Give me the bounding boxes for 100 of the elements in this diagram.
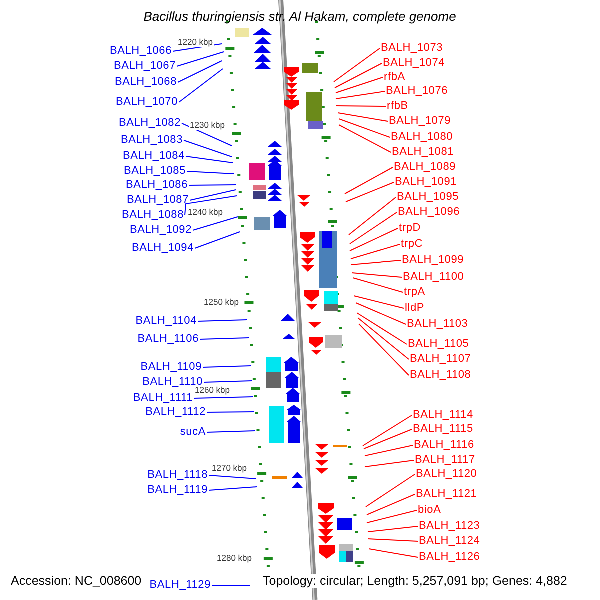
gene-label: BALH_1087 [126, 194, 189, 207]
leader-line [364, 429, 412, 450]
leader-line [368, 538, 418, 542]
leader-line [352, 272, 402, 278]
gene-label: BALH_1107 [410, 353, 472, 366]
gene-label: BALH_1070 [116, 96, 178, 109]
leader-line [356, 312, 408, 345]
leader-line [348, 197, 396, 236]
gene-label: BALH_1082 [118, 117, 181, 130]
leader-line [364, 445, 414, 456]
leader-line [184, 196, 238, 216]
gene-label: BALH_1073 [381, 42, 444, 55]
leader-line [358, 318, 410, 360]
leader-line [346, 182, 394, 202]
gene-label: BALH_1108 [410, 369, 472, 382]
leader-line [186, 156, 234, 164]
gene-label: bioA [418, 504, 442, 517]
leader-line [338, 124, 392, 153]
leader-line [190, 190, 236, 201]
gene-label: BALH_1100 [403, 271, 464, 284]
leader-line [212, 585, 250, 586]
gene-label: rfbA [384, 71, 406, 84]
leader-line [200, 338, 250, 340]
leader-line [186, 171, 234, 174]
leader-line [334, 48, 380, 82]
leader-line [356, 302, 406, 325]
gene-label: BALH_1112 [146, 406, 206, 419]
leader-line [208, 475, 256, 480]
scale-label: 1220 kbp [177, 38, 214, 47]
title: Bacillus thuringiensis str. Al Hakam, complete genome [142, 9, 458, 24]
gene-label: BALH_1119 [148, 484, 208, 497]
leader-line [184, 140, 232, 158]
gene-label: BALH_1076 [386, 85, 448, 98]
leader-line [366, 494, 416, 516]
leader-line [364, 460, 414, 468]
leader-line [338, 118, 390, 138]
leader-line [366, 510, 418, 524]
scale-label: 1280 kbp [216, 554, 253, 563]
gene-label: BALH_1123 [419, 520, 480, 533]
leader-line [178, 68, 224, 103]
leader-line [192, 216, 238, 231]
footer-text: Accession: NC_008600 [10, 574, 143, 588]
leader-line [354, 296, 404, 309]
leader-line [350, 260, 402, 266]
leader-line [362, 415, 412, 446]
leader-line [336, 106, 386, 107]
leader-line [188, 184, 236, 186]
gene-label: BALH_1079 [389, 115, 452, 128]
leader-line [202, 366, 252, 368]
leader-line [338, 112, 388, 122]
leader-line [206, 412, 254, 413]
gene-label: BALH_1104 [136, 315, 197, 328]
gene-label: BALH_1117 [415, 454, 476, 467]
leader-line [182, 123, 232, 146]
gene-label: BALH_1091 [395, 176, 458, 189]
leader-line [194, 232, 240, 249]
gene-label: BALH_1080 [391, 131, 454, 144]
gene-label: BALH_1106 [138, 333, 199, 346]
leader-line [352, 278, 404, 293]
scale-label: 1260 kbp [194, 386, 231, 395]
leader-line [336, 77, 384, 94]
gene-label: BALH_1120 [416, 468, 478, 481]
gene-label: BALH_1086 [126, 179, 188, 192]
gene-label: BALH_1111 [133, 392, 193, 405]
gene-label: BALH_1067 [114, 60, 176, 73]
leader-line [336, 91, 386, 100]
leader-line [350, 244, 400, 260]
leader-line [368, 548, 418, 558]
scale-label: 1250 kbp [203, 298, 240, 307]
gene-label: BALH_1118 [148, 469, 208, 482]
gene-label: BALH_1124 [419, 535, 480, 548]
leader-line [350, 212, 398, 244]
gene-label: BALH_1088 [122, 209, 184, 222]
leader-line [178, 60, 222, 83]
gene-label: BALH_1089 [394, 161, 456, 174]
gene-label: BALH_1084 [122, 150, 185, 163]
gene-label: BALH_1105 [408, 338, 470, 351]
leader-line [198, 320, 248, 322]
gene-label: BALH_1116 [414, 439, 474, 452]
gene-label: BALH_1066 [110, 45, 172, 58]
leader-line [208, 486, 258, 491]
gene-label: lldP [405, 302, 425, 315]
gene-label: trpD [399, 222, 421, 235]
gene-label: BALH_1109 [140, 361, 202, 374]
gene-label: BALH_1126 [419, 551, 480, 564]
gene-label: BALH_1121 [416, 488, 478, 501]
gene-label: BALH_1068 [114, 76, 177, 89]
gene-label: BALH_1094 [132, 242, 194, 255]
gene-label: BALH_1096 [398, 206, 460, 219]
leader-line [334, 63, 382, 88]
leader-line [206, 430, 256, 433]
gene-label: BALH_1103 [407, 318, 468, 331]
gene-label: BALH_1081 [392, 146, 454, 159]
scale-label: 1230 kbp [189, 121, 226, 130]
gene-label: BALH_1095 [397, 191, 460, 204]
gene-label: BALH_1083 [120, 134, 183, 147]
leader-line [344, 167, 394, 194]
footer-text: Topology: circular; Length: 5,257,091 bp; Genes: 4,882 [262, 574, 568, 588]
gene-label: BALH_1114 [413, 409, 474, 422]
leader-line [204, 380, 252, 383]
